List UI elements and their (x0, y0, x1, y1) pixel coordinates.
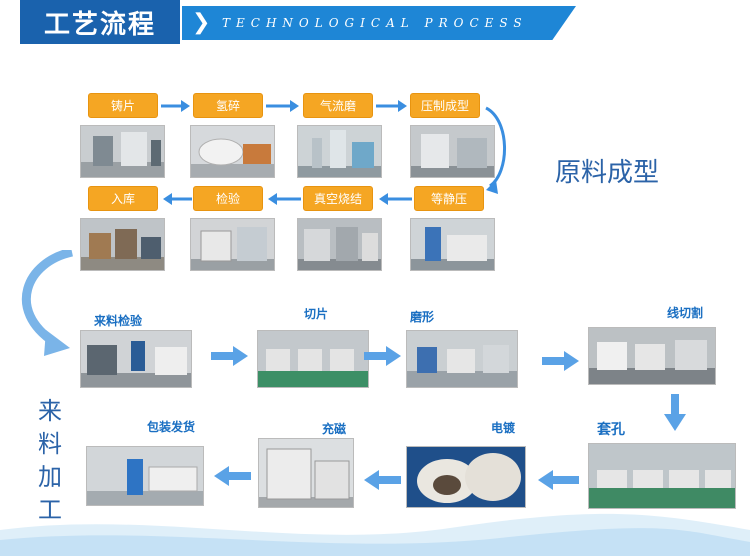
label-packing-shipping: 包装发货 (147, 420, 196, 434)
step-vacuum-sintering: 真空烧结 (303, 186, 373, 211)
photo-slicing (257, 330, 369, 388)
curved-arrow-icon (21, 250, 74, 356)
photo-inspection (190, 218, 275, 271)
photo-hydrogen-decrepitation (190, 125, 275, 178)
arrow-left-icon (364, 470, 401, 490)
photo-magnetizing (258, 438, 354, 508)
photo-wire-cutting (588, 327, 716, 385)
step-press-forming: 压制成型 (410, 93, 480, 118)
arrow-left-icon (214, 466, 251, 486)
arrow-right-icon (542, 351, 579, 371)
header-band (182, 6, 576, 40)
photo-isostatic-pressing (410, 218, 495, 271)
photo-electroplating (406, 446, 526, 508)
curved-arrow-icon (485, 106, 506, 194)
arrow-left-icon (163, 193, 192, 205)
step-hydrogen-decrepitation: 氢碎 (193, 93, 263, 118)
step-warehousing: 入库 (88, 186, 158, 211)
label-char: 料 (38, 430, 62, 458)
label-grinding: 磨形 (410, 310, 435, 324)
arrow-left-icon (379, 193, 412, 205)
photo-vacuum-sintering (297, 218, 382, 271)
label-char: 来 (38, 397, 62, 425)
arrow-left-icon (538, 470, 579, 490)
step-ingot-casting: 铸片 (88, 93, 158, 118)
photo-jet-milling (297, 125, 382, 178)
label-electroplating: 电镀 (491, 421, 516, 435)
arrow-left-icon (268, 193, 301, 205)
arrow-right-icon (211, 346, 248, 366)
section-label-material-processing: 来 料 加 工 (35, 395, 65, 527)
step-jet-milling: 气流磨 (303, 93, 373, 118)
step-isostatic-pressing: 等静压 (414, 186, 484, 211)
photo-ingot-casting (80, 125, 165, 178)
label-wire-cutting: 线切割 (667, 306, 704, 320)
header-subtitle: TECHNOLOGICAL PROCESS (222, 16, 528, 30)
photo-press-forming (410, 125, 495, 178)
label-char: 工 (38, 496, 62, 524)
photo-sleeve-drilling (588, 443, 736, 509)
chevron-right-icon: ❯ (192, 10, 211, 35)
arrow-right-icon (266, 100, 299, 112)
page-title: 工艺流程 (20, 0, 180, 44)
photo-grinding (406, 330, 518, 388)
label-slicing: 切片 (304, 307, 329, 321)
arrow-down-icon (664, 394, 686, 431)
photo-warehousing (80, 218, 165, 271)
step-inspection: 检验 (193, 186, 263, 211)
photo-packing-shipping (86, 446, 204, 506)
section-label-raw-forming: 原料成型 (555, 158, 660, 188)
arrow-right-icon (161, 100, 190, 112)
label-sleeve-drilling: 套孔 (597, 422, 625, 438)
photo-incoming-inspection (80, 330, 192, 388)
arrow-right-icon (376, 100, 407, 112)
label-char: 加 (38, 463, 62, 491)
wave-decoration (0, 513, 750, 556)
arrow-right-icon (364, 346, 401, 366)
label-incoming-inspection: 来料检验 (94, 314, 143, 328)
label-magnetizing: 充磁 (322, 422, 347, 436)
